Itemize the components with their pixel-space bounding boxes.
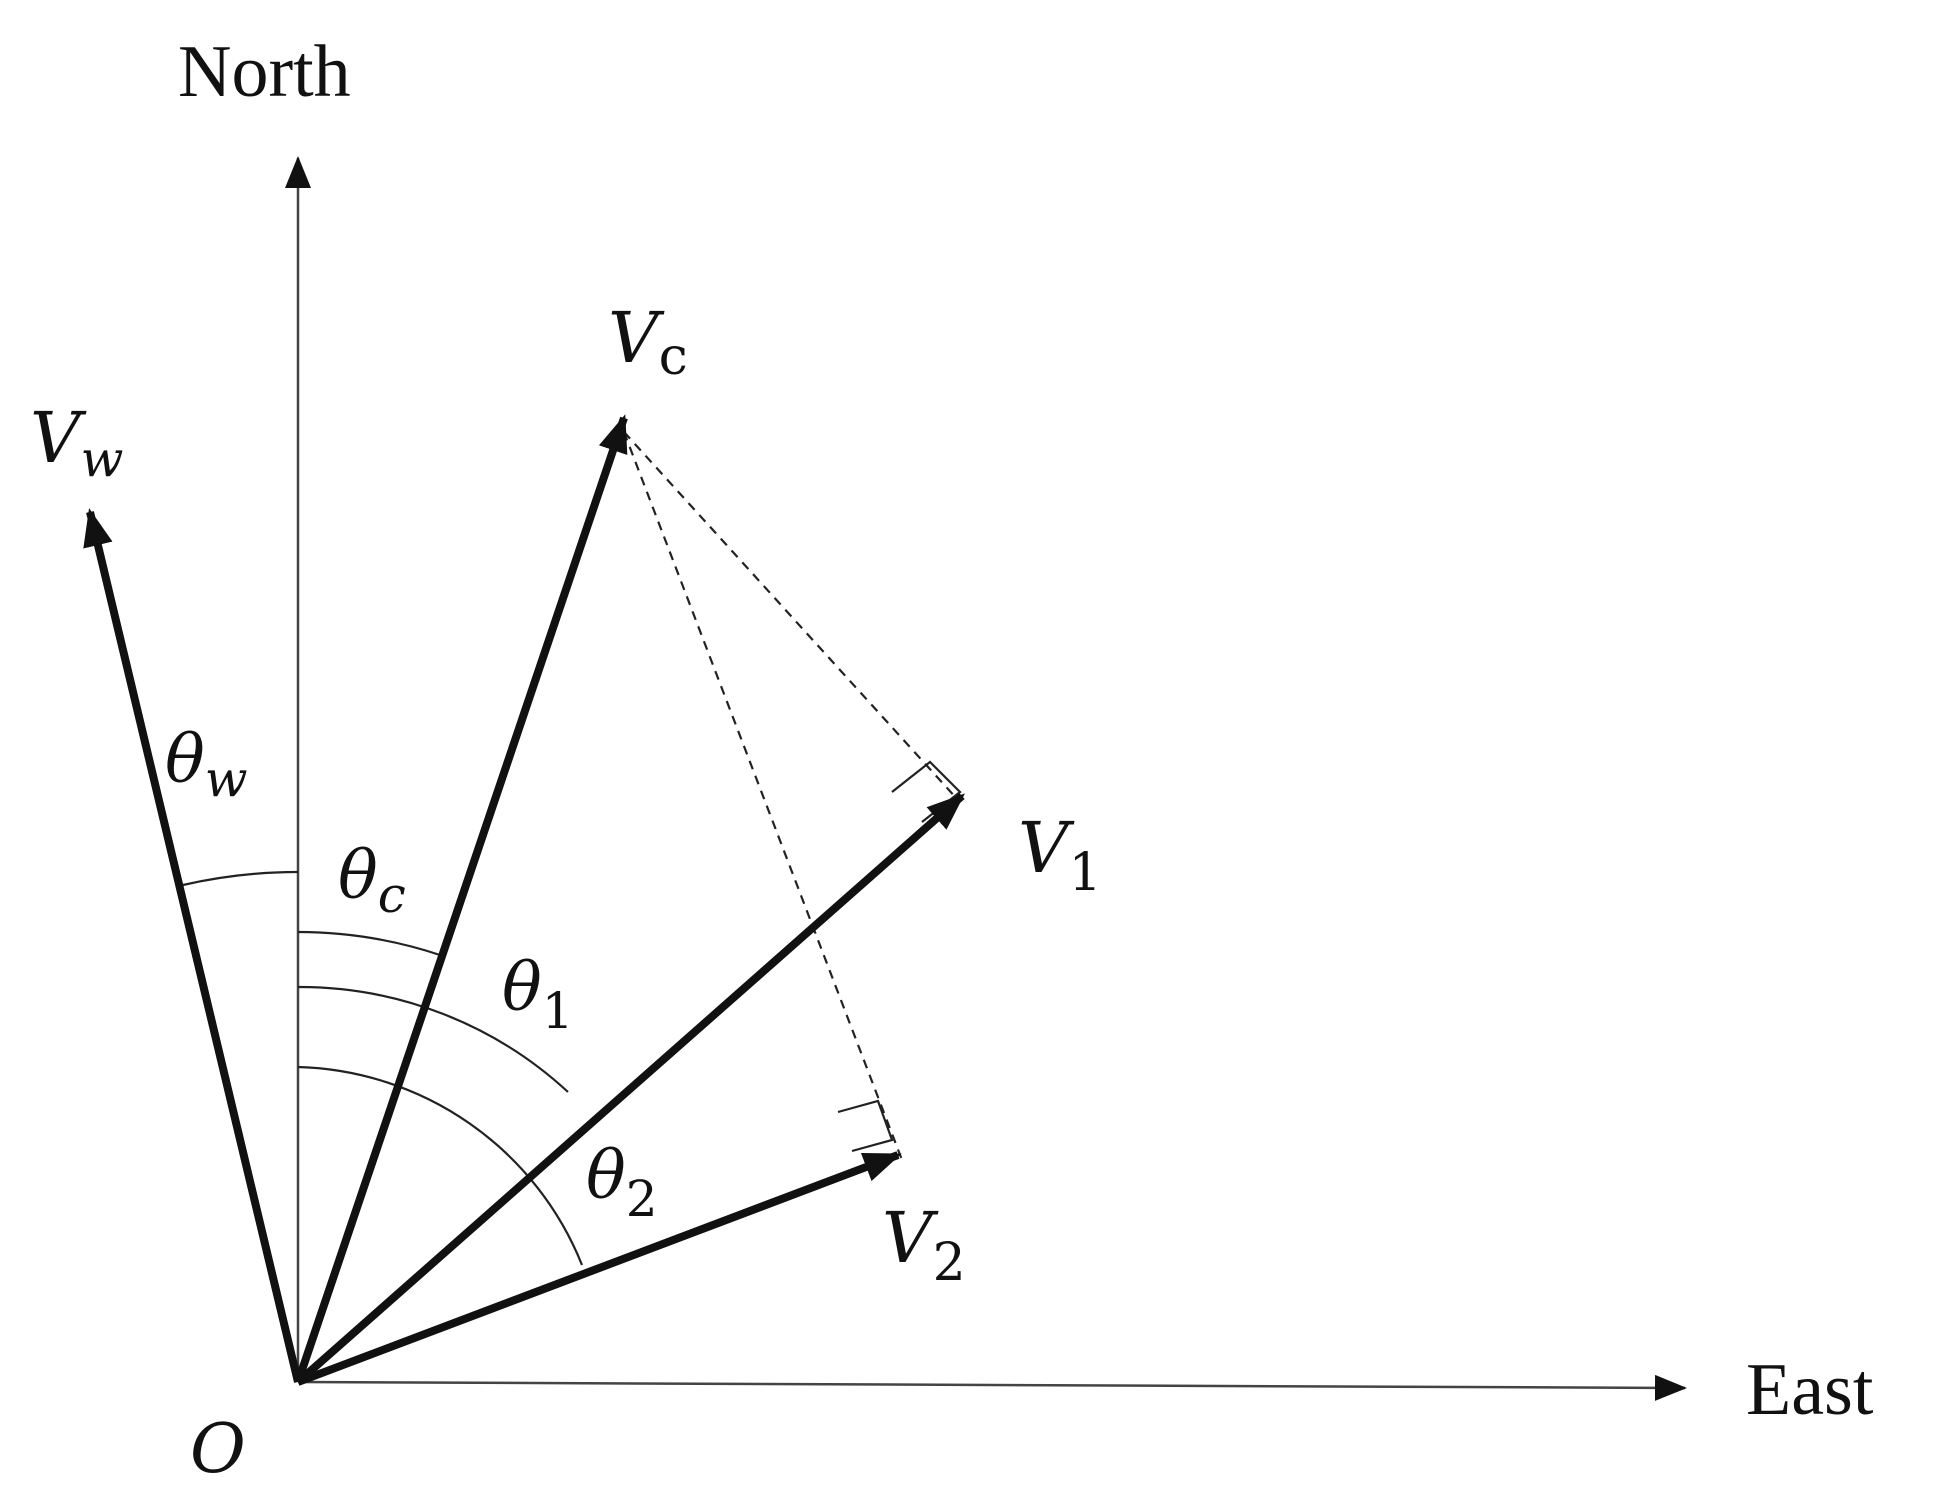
right-angle-marker-v2 (837, 1099, 894, 1153)
east-axis (297, 1374, 1687, 1401)
arc-theta-1 (297, 985, 569, 1093)
vector-v1 (295, 793, 965, 1385)
vw-label: Vw (30, 397, 123, 488)
vc-label: Vc (608, 297, 688, 387)
v1-label: V1 (1018, 807, 1102, 903)
theta-1-label: θ1 (502, 949, 574, 1040)
vc-to-v2-dashed-line (622, 431, 904, 1161)
vector-v2 (296, 1151, 902, 1386)
vector-vw (83, 508, 302, 1383)
theta-w-label: θw (165, 721, 248, 808)
arc-theta-2 (297, 1065, 584, 1266)
arc-theta-w (182, 870, 299, 887)
theta-2-label: θ2 (586, 1137, 658, 1228)
vc-to-v1-dashed-line (623, 431, 959, 801)
vector-vc (294, 414, 628, 1384)
theta-c-label: θc (338, 837, 406, 924)
origin-label: O (190, 1410, 246, 1489)
east-axis-label: East (1746, 1349, 1874, 1431)
v2-label: V2 (882, 1197, 966, 1293)
north-axis-label: North (178, 31, 351, 113)
arc-theta-c (297, 930, 441, 957)
